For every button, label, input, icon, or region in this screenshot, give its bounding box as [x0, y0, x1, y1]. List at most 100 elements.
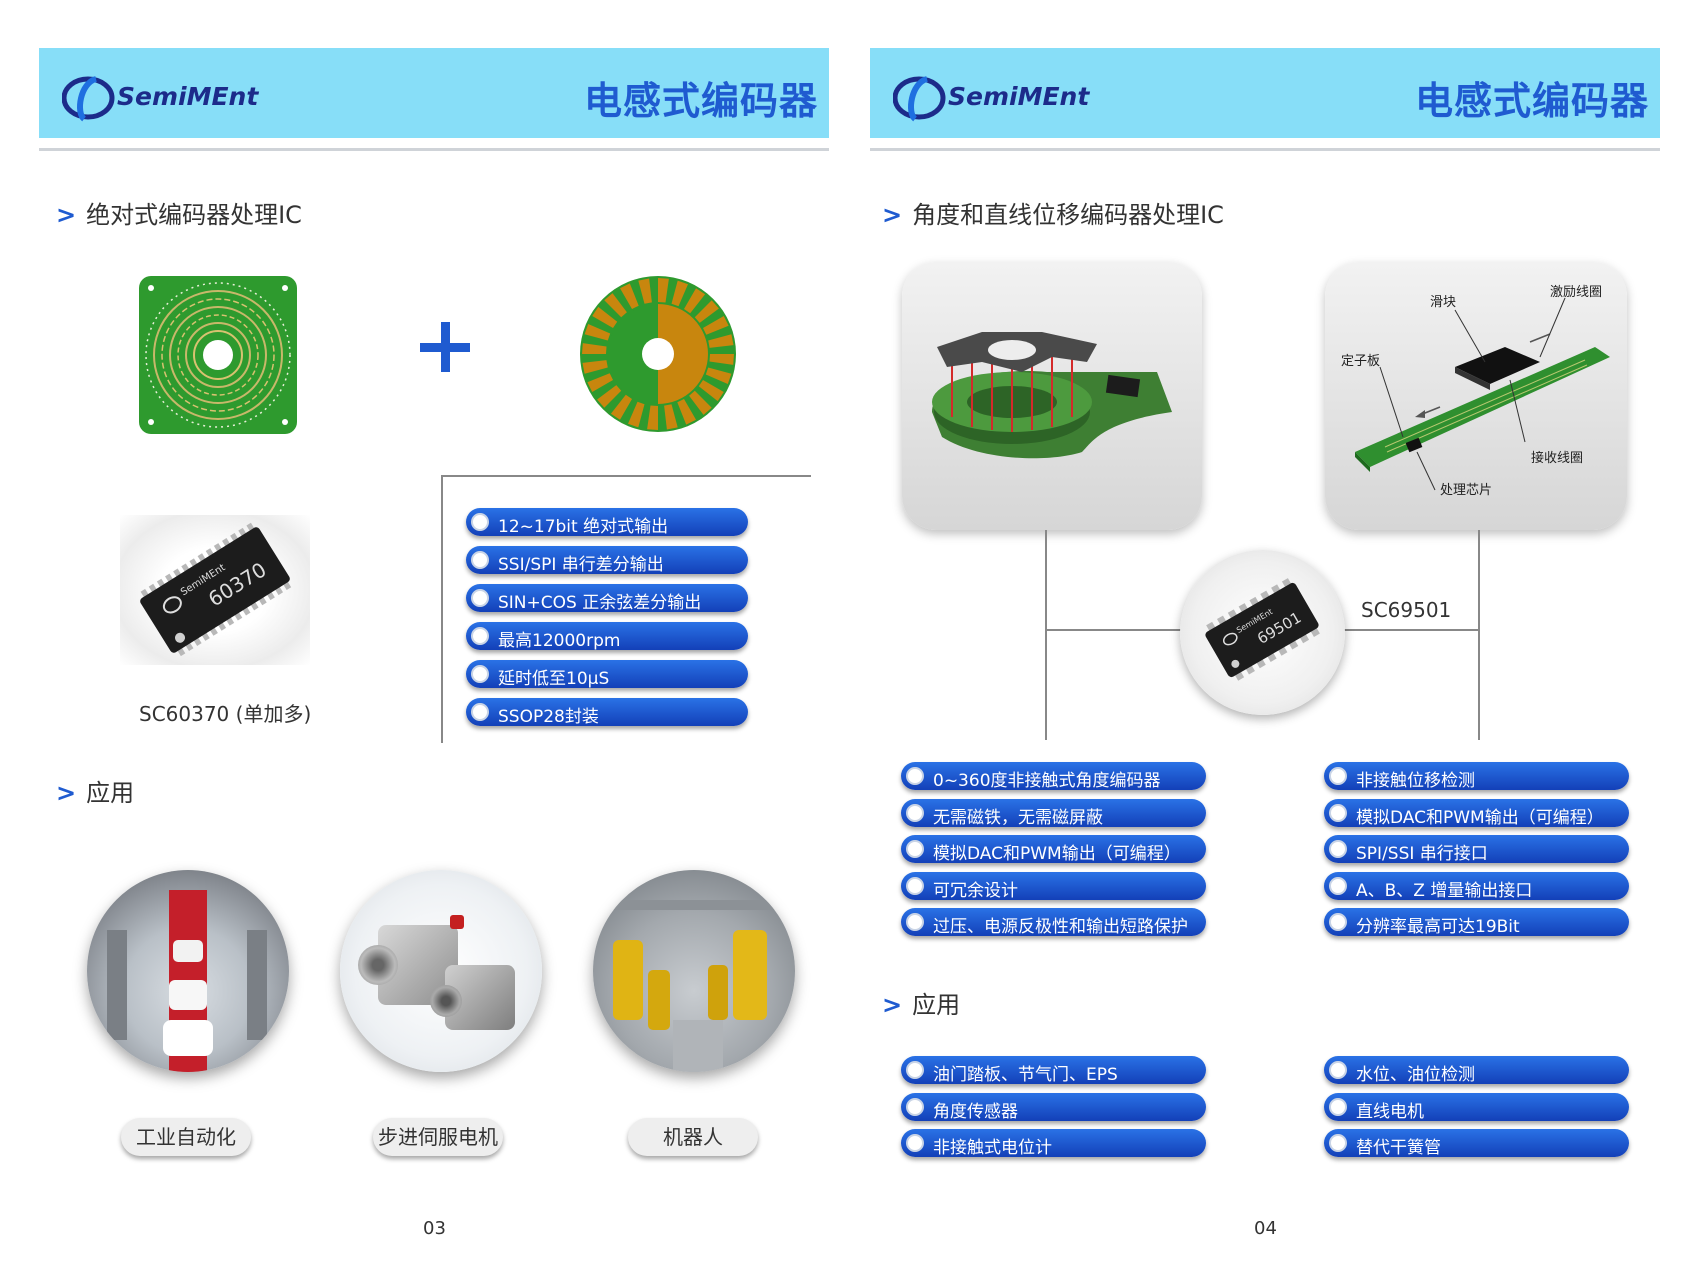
- annot-chip: 处理芯片: [1440, 483, 1492, 498]
- left-header-title: 电感式编码器: [584, 79, 819, 123]
- right-section-title-text: 角度和直线位移编码器处理IC: [912, 201, 1224, 229]
- linear-encoder-card: 滑块 激励线圈 定子板 接收线圈 处理芯片: [1325, 262, 1627, 530]
- rotor-segment: [620, 283, 639, 309]
- rotor-segment: [698, 380, 724, 402]
- connector-left-vertical: [1045, 530, 1047, 740]
- rotor-segment: [684, 288, 706, 314]
- rotor-segment: [694, 300, 719, 323]
- rotary-feature-pill-label: 无需磁铁，无需磁屏蔽: [933, 807, 1103, 827]
- rotary-app-pill-0: 油门踏板、节气门、EPS: [901, 1056, 1206, 1084]
- feature-pill-5: SSOP28封装: [466, 698, 748, 726]
- right-app-section-title: >应用: [882, 985, 960, 1020]
- radio-circle-icon: [1329, 767, 1347, 785]
- rotor-segment: [709, 354, 734, 365]
- plus-icon: [420, 322, 470, 372]
- servo-motor-image: [340, 870, 542, 1072]
- rotor-segment: [689, 390, 712, 415]
- radio-circle-icon: [1329, 1097, 1347, 1116]
- radio-circle-icon: [906, 767, 924, 785]
- linear-feature-pill-2: SPI/SSI 串行接口: [1324, 835, 1629, 863]
- rotor-segment: [703, 316, 729, 335]
- chip-sc69501-image: SemiMEnt 69501: [1180, 550, 1345, 715]
- rotary-feature-pill-label: 可冗余设计: [933, 880, 1018, 900]
- radio-circle-icon: [906, 1061, 924, 1079]
- rotor-segment: [664, 404, 678, 430]
- linear-app-pill-label: 替代干簧管: [1356, 1138, 1441, 1157]
- chevron-right-icon: >: [882, 991, 903, 1019]
- logo-mark-icon: [893, 76, 946, 122]
- rotor-segment: [597, 385, 622, 408]
- feature-pill-label: 12~17bit 绝对式输出: [498, 517, 669, 536]
- linear-feature-pill-label: SPI/SSI 串行接口: [1356, 844, 1488, 863]
- linear-app-pill-2: 替代干簧管: [1324, 1129, 1629, 1157]
- left-logo: SemiMEnt: [62, 73, 302, 123]
- radio-circle-icon: [906, 1134, 924, 1152]
- rotor-segment: [584, 324, 611, 341]
- linear-feature-pill-label: 非接触位移检测: [1356, 771, 1475, 790]
- radio-circle-icon: [1329, 1061, 1347, 1079]
- feature-pill-3: 最高12000rpm: [466, 622, 748, 650]
- rotary-feature-pill-2: 模拟DAC和PWM输出（可编程）: [901, 835, 1206, 863]
- logo-text: SemiMEnt: [948, 82, 1090, 111]
- stator-pcb-image: [139, 276, 297, 434]
- rotor-segment: [582, 343, 607, 354]
- feature-pill-label: SSI/SPI 串行差分输出: [498, 555, 664, 574]
- rotor-segment: [705, 367, 732, 384]
- rotary-feature-pill-label: 过压、电源反极性和输出短路保护: [933, 917, 1188, 936]
- left-header-divider: [39, 148, 829, 151]
- rotary-app-pill-1: 角度传感器: [901, 1092, 1206, 1121]
- rotor-disc-image: [580, 276, 736, 432]
- rotor-segment: [628, 401, 645, 428]
- annot-excitation-coil: 激励线圈: [1550, 285, 1602, 300]
- radio-circle-icon: [906, 840, 924, 858]
- linear-feature-pill-label: A、B、Z 增量输出接口: [1356, 880, 1533, 900]
- right-section-title: > 角度和直线位移编码器处理IC: [882, 195, 1224, 230]
- radio-circle-icon: [1329, 1134, 1347, 1152]
- linear-app-pill-label: 直线电机: [1356, 1101, 1424, 1121]
- right-header-divider: [870, 148, 1660, 151]
- radio-circle-icon: [471, 703, 489, 721]
- linear-feature-pill-label: 模拟DAC和PWM输出（可编程）: [1356, 807, 1604, 827]
- rotary-app-pill-label: 角度传感器: [933, 1101, 1018, 1121]
- rotary-feature-pill-0: 0~360度非接触式角度编码器: [901, 762, 1206, 790]
- feature-pill-label: SIN+COS 正余弦差分输出: [498, 593, 702, 612]
- radio-circle-icon: [471, 513, 489, 531]
- chevron-right-icon: >: [56, 201, 77, 229]
- rotor-segment: [671, 280, 688, 307]
- logo-mark-icon: [62, 76, 115, 122]
- feature-pill-1: SSI/SPI 串行差分输出: [466, 546, 748, 574]
- linear-feature-pill-0: 非接触位移检测: [1324, 762, 1629, 790]
- rotor-segment: [582, 360, 608, 374]
- rotary-app-pill-label: 非接触式电位计: [933, 1138, 1052, 1157]
- radio-circle-icon: [906, 1097, 924, 1116]
- left-page-number: 03: [423, 1218, 446, 1239]
- rotary-feature-pill-label: 模拟DAC和PWM输出（可编程）: [933, 844, 1181, 863]
- linear-feature-pill-4: 分辨率最高可达19Bit: [1324, 908, 1629, 936]
- app-label-industrial-automation: 工业自动化: [121, 1118, 251, 1156]
- linear-feature-pill-label: 分辨率最高可达19Bit: [1356, 917, 1520, 936]
- left-header-band: [39, 48, 829, 138]
- linear-app-pill-label: 水位、油位检测: [1356, 1065, 1475, 1084]
- right-header-title: 电感式编码器: [1415, 79, 1650, 123]
- left-section-title-text: 绝对式编码器处理IC: [86, 201, 302, 229]
- feature-pill-label: SSOP28封装: [498, 707, 599, 726]
- rotary-feature-pill-1: 无需磁铁，无需磁屏蔽: [901, 798, 1206, 827]
- chip-sc60370-image: SemiMEnt 60370: [120, 515, 310, 665]
- rotary-feature-pill-3: 可冗余设计: [901, 871, 1206, 900]
- rotor-segment: [592, 306, 618, 328]
- radio-circle-icon: [906, 803, 924, 822]
- feature-bracket-vertical: [441, 475, 443, 743]
- left-app-section-title: >应用: [56, 773, 134, 808]
- radio-circle-icon: [1329, 913, 1347, 931]
- annot-slider: 滑块: [1430, 295, 1456, 310]
- rotary-encoder-card: [902, 262, 1202, 530]
- linear-feature-pill-1: 模拟DAC和PWM输出（可编程）: [1324, 798, 1629, 827]
- radio-circle-icon: [471, 551, 489, 569]
- annot-stator: 定子板: [1341, 354, 1380, 369]
- radio-circle-icon: [471, 665, 489, 683]
- chevron-right-icon: >: [882, 201, 903, 229]
- right-page-number: 04: [1254, 1218, 1277, 1239]
- rotor-segment: [604, 293, 627, 318]
- left-app-section-text: 应用: [86, 779, 135, 807]
- radio-circle-icon: [471, 627, 489, 645]
